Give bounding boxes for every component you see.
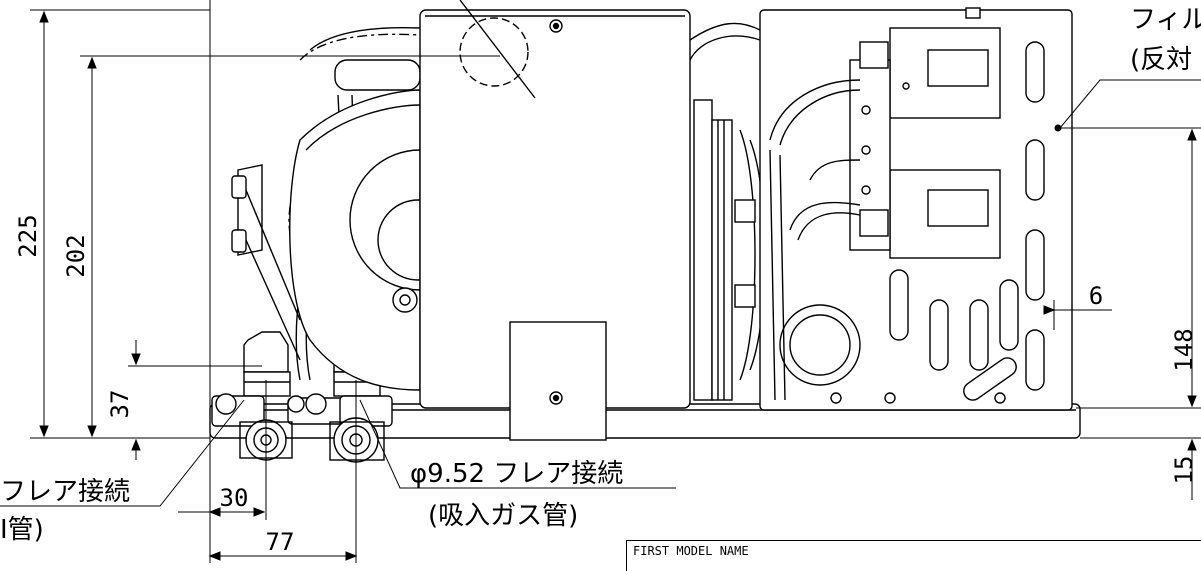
left-connection-label: フレア接続 bbox=[0, 477, 130, 507]
suction-connection-sublabel: (吸入ガス管) bbox=[428, 501, 578, 531]
central-cover bbox=[419, 0, 691, 441]
dim-148: 148 bbox=[1170, 328, 1198, 371]
top-right-label: フィル bbox=[1130, 5, 1201, 35]
dim-225: 225 bbox=[14, 214, 42, 257]
side-panel bbox=[759, 7, 1073, 411]
dim-15: 15 bbox=[1170, 456, 1198, 485]
top-right-sublabel: (反対 bbox=[1130, 45, 1192, 75]
title-block-label: FIRST MODEL NAME bbox=[633, 544, 749, 558]
suction-connection-label: φ9.52 フレア接続 bbox=[410, 459, 623, 489]
dim-202: 202 bbox=[62, 234, 90, 277]
title-block: FIRST MODEL NAME bbox=[626, 540, 1201, 571]
condenser-area bbox=[689, 22, 766, 401]
left-connection-sublabel: I管) bbox=[0, 515, 44, 545]
dim-37: 37 bbox=[106, 390, 134, 419]
compressor bbox=[289, 89, 491, 391]
dim-6: 6 bbox=[1089, 282, 1103, 310]
dim-77: 77 bbox=[266, 528, 295, 556]
dim-30: 30 bbox=[220, 484, 249, 512]
